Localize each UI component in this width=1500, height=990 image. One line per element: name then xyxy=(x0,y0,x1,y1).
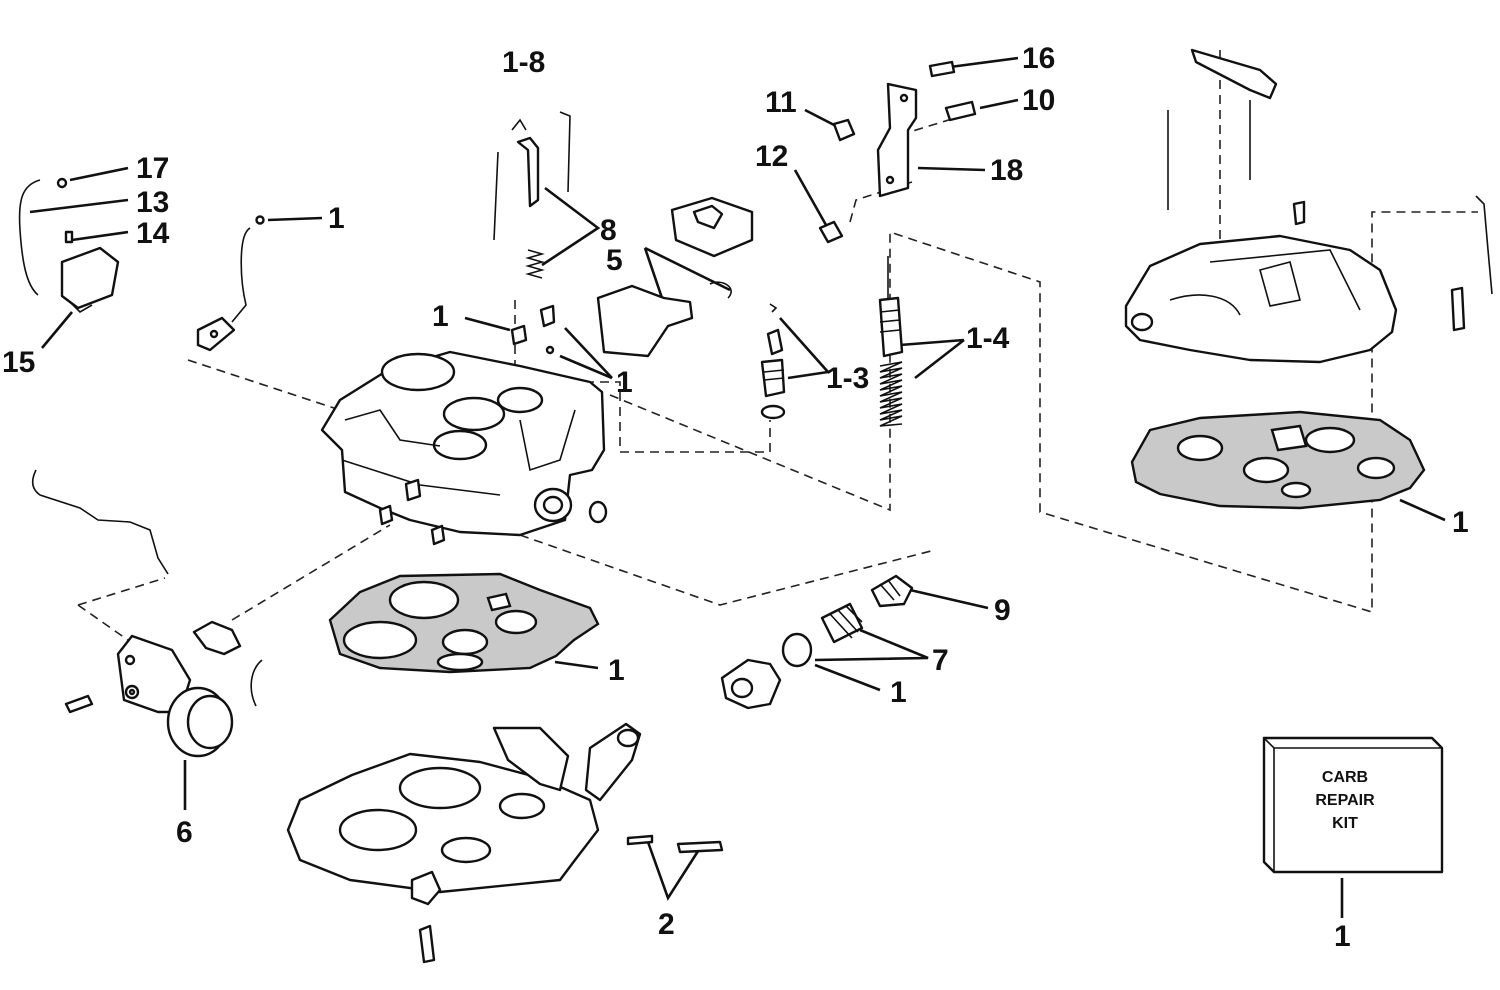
label-8: 8 xyxy=(600,214,617,247)
kit-label-line3: KIT xyxy=(1332,815,1358,832)
label-18: 18 xyxy=(990,154,1023,187)
label-1-screw: 1 xyxy=(616,366,633,399)
kit-label-line1: CARB xyxy=(1322,769,1368,786)
label-14: 14 xyxy=(136,217,170,250)
label-1-oring: 1 xyxy=(890,676,907,709)
throttle-link-rod xyxy=(196,215,265,352)
label-1-3: 1-3 xyxy=(826,362,869,395)
vacuum-break xyxy=(64,620,263,758)
throttle-body xyxy=(286,722,724,964)
label-13: 13 xyxy=(136,186,169,219)
part-number-labels: 1-8 16 10 11 12 18 17 13 14 15 1 8 5 1 1… xyxy=(2,42,1469,953)
label-2: 2 xyxy=(658,908,675,941)
label-12: 12 xyxy=(755,140,788,173)
label-9: 9 xyxy=(994,594,1011,627)
choke-rod-assembly xyxy=(18,177,120,314)
fuel-line-bracket xyxy=(818,60,977,244)
label-10: 10 xyxy=(1022,84,1055,117)
label-17: 17 xyxy=(136,152,169,185)
label-1-base-gasket: 1 xyxy=(608,654,625,687)
label-1-link: 1 xyxy=(328,202,345,235)
label-6: 6 xyxy=(176,816,193,849)
air-horn-assembly xyxy=(1124,48,1493,364)
label-1-kit: 1 xyxy=(1334,920,1351,953)
choke-linkage-rod xyxy=(31,469,169,575)
needle-seat xyxy=(760,303,786,420)
leader-lines xyxy=(29,56,1446,918)
small-plugs xyxy=(510,304,556,355)
label-11: 11 xyxy=(765,86,797,119)
label-1-8: 1-8 xyxy=(502,46,545,79)
label-1-airhorn-gasket: 1 xyxy=(1452,506,1469,539)
kit-label-line2: REPAIR xyxy=(1315,792,1375,809)
label-1-4: 1-4 xyxy=(966,322,1010,355)
label-15: 15 xyxy=(2,346,35,379)
air-horn-gasket xyxy=(1130,410,1426,510)
label-7: 7 xyxy=(932,644,949,677)
label-16: 16 xyxy=(1022,42,1055,75)
label-5: 5 xyxy=(606,244,623,277)
pump-plunger xyxy=(878,256,904,427)
label-1-plug: 1 xyxy=(432,300,449,333)
float-assembly xyxy=(596,196,754,358)
metering-rod-spring xyxy=(493,111,571,279)
base-gasket xyxy=(328,572,600,674)
carburetor-main-body xyxy=(320,350,608,546)
carb-repair-kit-box: CARB REPAIR KIT xyxy=(1262,736,1444,874)
fuel-inlet-parts xyxy=(720,574,914,710)
